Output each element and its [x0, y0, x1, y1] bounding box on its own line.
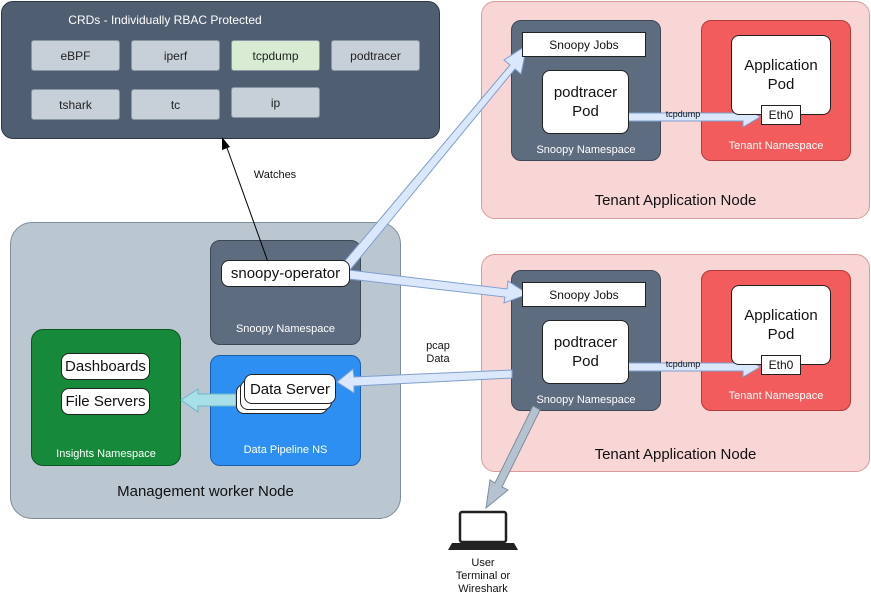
pod-to-user-arrow — [485, 405, 541, 510]
laptop-icon — [448, 510, 518, 550]
crd-item-tcpdump[interactable]: tcpdump — [231, 40, 320, 71]
user-label-line2: Terminal or — [455, 569, 511, 582]
application-pod-top[interactable]: Application Pod — [731, 35, 831, 115]
snoopy-namespace-mgmt-label: Snoopy Namespace — [235, 323, 336, 335]
data-pipeline-ns-label: Data Pipeline NS — [243, 444, 328, 456]
crd-panel-title: CRDs - Individually RBAC Protected — [68, 13, 262, 27]
pcap-data-label: pcap Data — [415, 339, 461, 367]
file-servers-box[interactable]: File Servers — [61, 388, 150, 415]
crd-item-podtracer[interactable]: podtracer — [331, 40, 420, 71]
snoopy-namespace-bottom-label: Snoopy Namespace — [536, 394, 636, 406]
crd-item-iperf[interactable]: iperf — [131, 40, 220, 71]
management-node-label: Management worker Node — [117, 482, 294, 500]
laptop-screen — [458, 510, 508, 544]
crd-item-ip[interactable]: ip — [231, 87, 320, 118]
user-label-line1: User — [471, 556, 495, 569]
application-pod-bottom-line1: Application — [744, 307, 818, 324]
crd-item-ebpf[interactable]: eBPF — [31, 40, 120, 71]
operator-to-bottom-jobs-arrow — [348, 269, 530, 304]
insights-namespace-label: Insights Namespace — [56, 448, 156, 460]
podtracer-pod-bottom[interactable]: podtracer Pod — [542, 320, 629, 384]
tenant-node-top-label: Tenant Application Node — [594, 191, 757, 209]
podtracer-pod-top-line2: Pod — [572, 103, 599, 120]
snoopy-operator[interactable]: snoopy-operator — [221, 260, 350, 287]
snoopy-namespace-mgmt — [210, 240, 361, 345]
tcpdump-label-top: tcpdump — [665, 109, 701, 119]
crd-item-tshark[interactable]: tshark — [31, 89, 120, 120]
pcap-data-label-line2: Data — [426, 353, 450, 365]
application-pod-bottom[interactable]: Application Pod — [731, 285, 831, 365]
watches-arrow-head — [222, 137, 230, 150]
podtracer-pod-top-line1: podtracer — [553, 84, 618, 101]
watches-label: Watches — [253, 169, 297, 181]
tenant-namespace-top-label: Tenant Namespace — [728, 140, 824, 152]
podtracer-pod-bottom-line2: Pod — [572, 353, 599, 370]
snoopy-jobs-top[interactable]: Snoopy Jobs — [522, 32, 646, 57]
user-label: User Terminal or Wireshark — [440, 555, 526, 597]
dashboards-box[interactable]: Dashboards — [61, 353, 150, 380]
application-pod-bottom-line2: Pod — [767, 326, 795, 343]
tenant-node-bottom-label: Tenant Application Node — [594, 445, 757, 463]
user-label-line3: Wireshark — [458, 582, 508, 595]
laptop-base — [448, 543, 518, 550]
application-pod-top-line1: Application — [744, 57, 818, 74]
tenant-namespace-bottom-label: Tenant Namespace — [728, 390, 824, 402]
podtracer-pod-top[interactable]: podtracer Pod — [542, 70, 629, 134]
snoopy-namespace-top-label: Snoopy Namespace — [536, 144, 636, 156]
pcap-data-label-line1: pcap — [426, 340, 450, 352]
podtracer-pod-bottom-line1: podtracer — [553, 334, 618, 351]
snoopy-jobs-bottom[interactable]: Snoopy Jobs — [522, 282, 646, 307]
data-server[interactable]: Data Server — [244, 374, 336, 404]
data-to-insights-arrow — [180, 388, 237, 413]
eth0-bottom[interactable]: Eth0 — [761, 355, 801, 375]
application-pod-top-line2: Pod — [767, 76, 795, 93]
tcpdump-label-bottom: tcpdump — [665, 359, 701, 369]
crd-item-tc[interactable]: tc — [131, 89, 220, 120]
watches-arrow-line — [225, 144, 269, 263]
operator-to-top-jobs-arrow — [342, 43, 528, 271]
pcap-data-arrow — [336, 368, 513, 394]
eth0-top[interactable]: Eth0 — [761, 105, 801, 125]
